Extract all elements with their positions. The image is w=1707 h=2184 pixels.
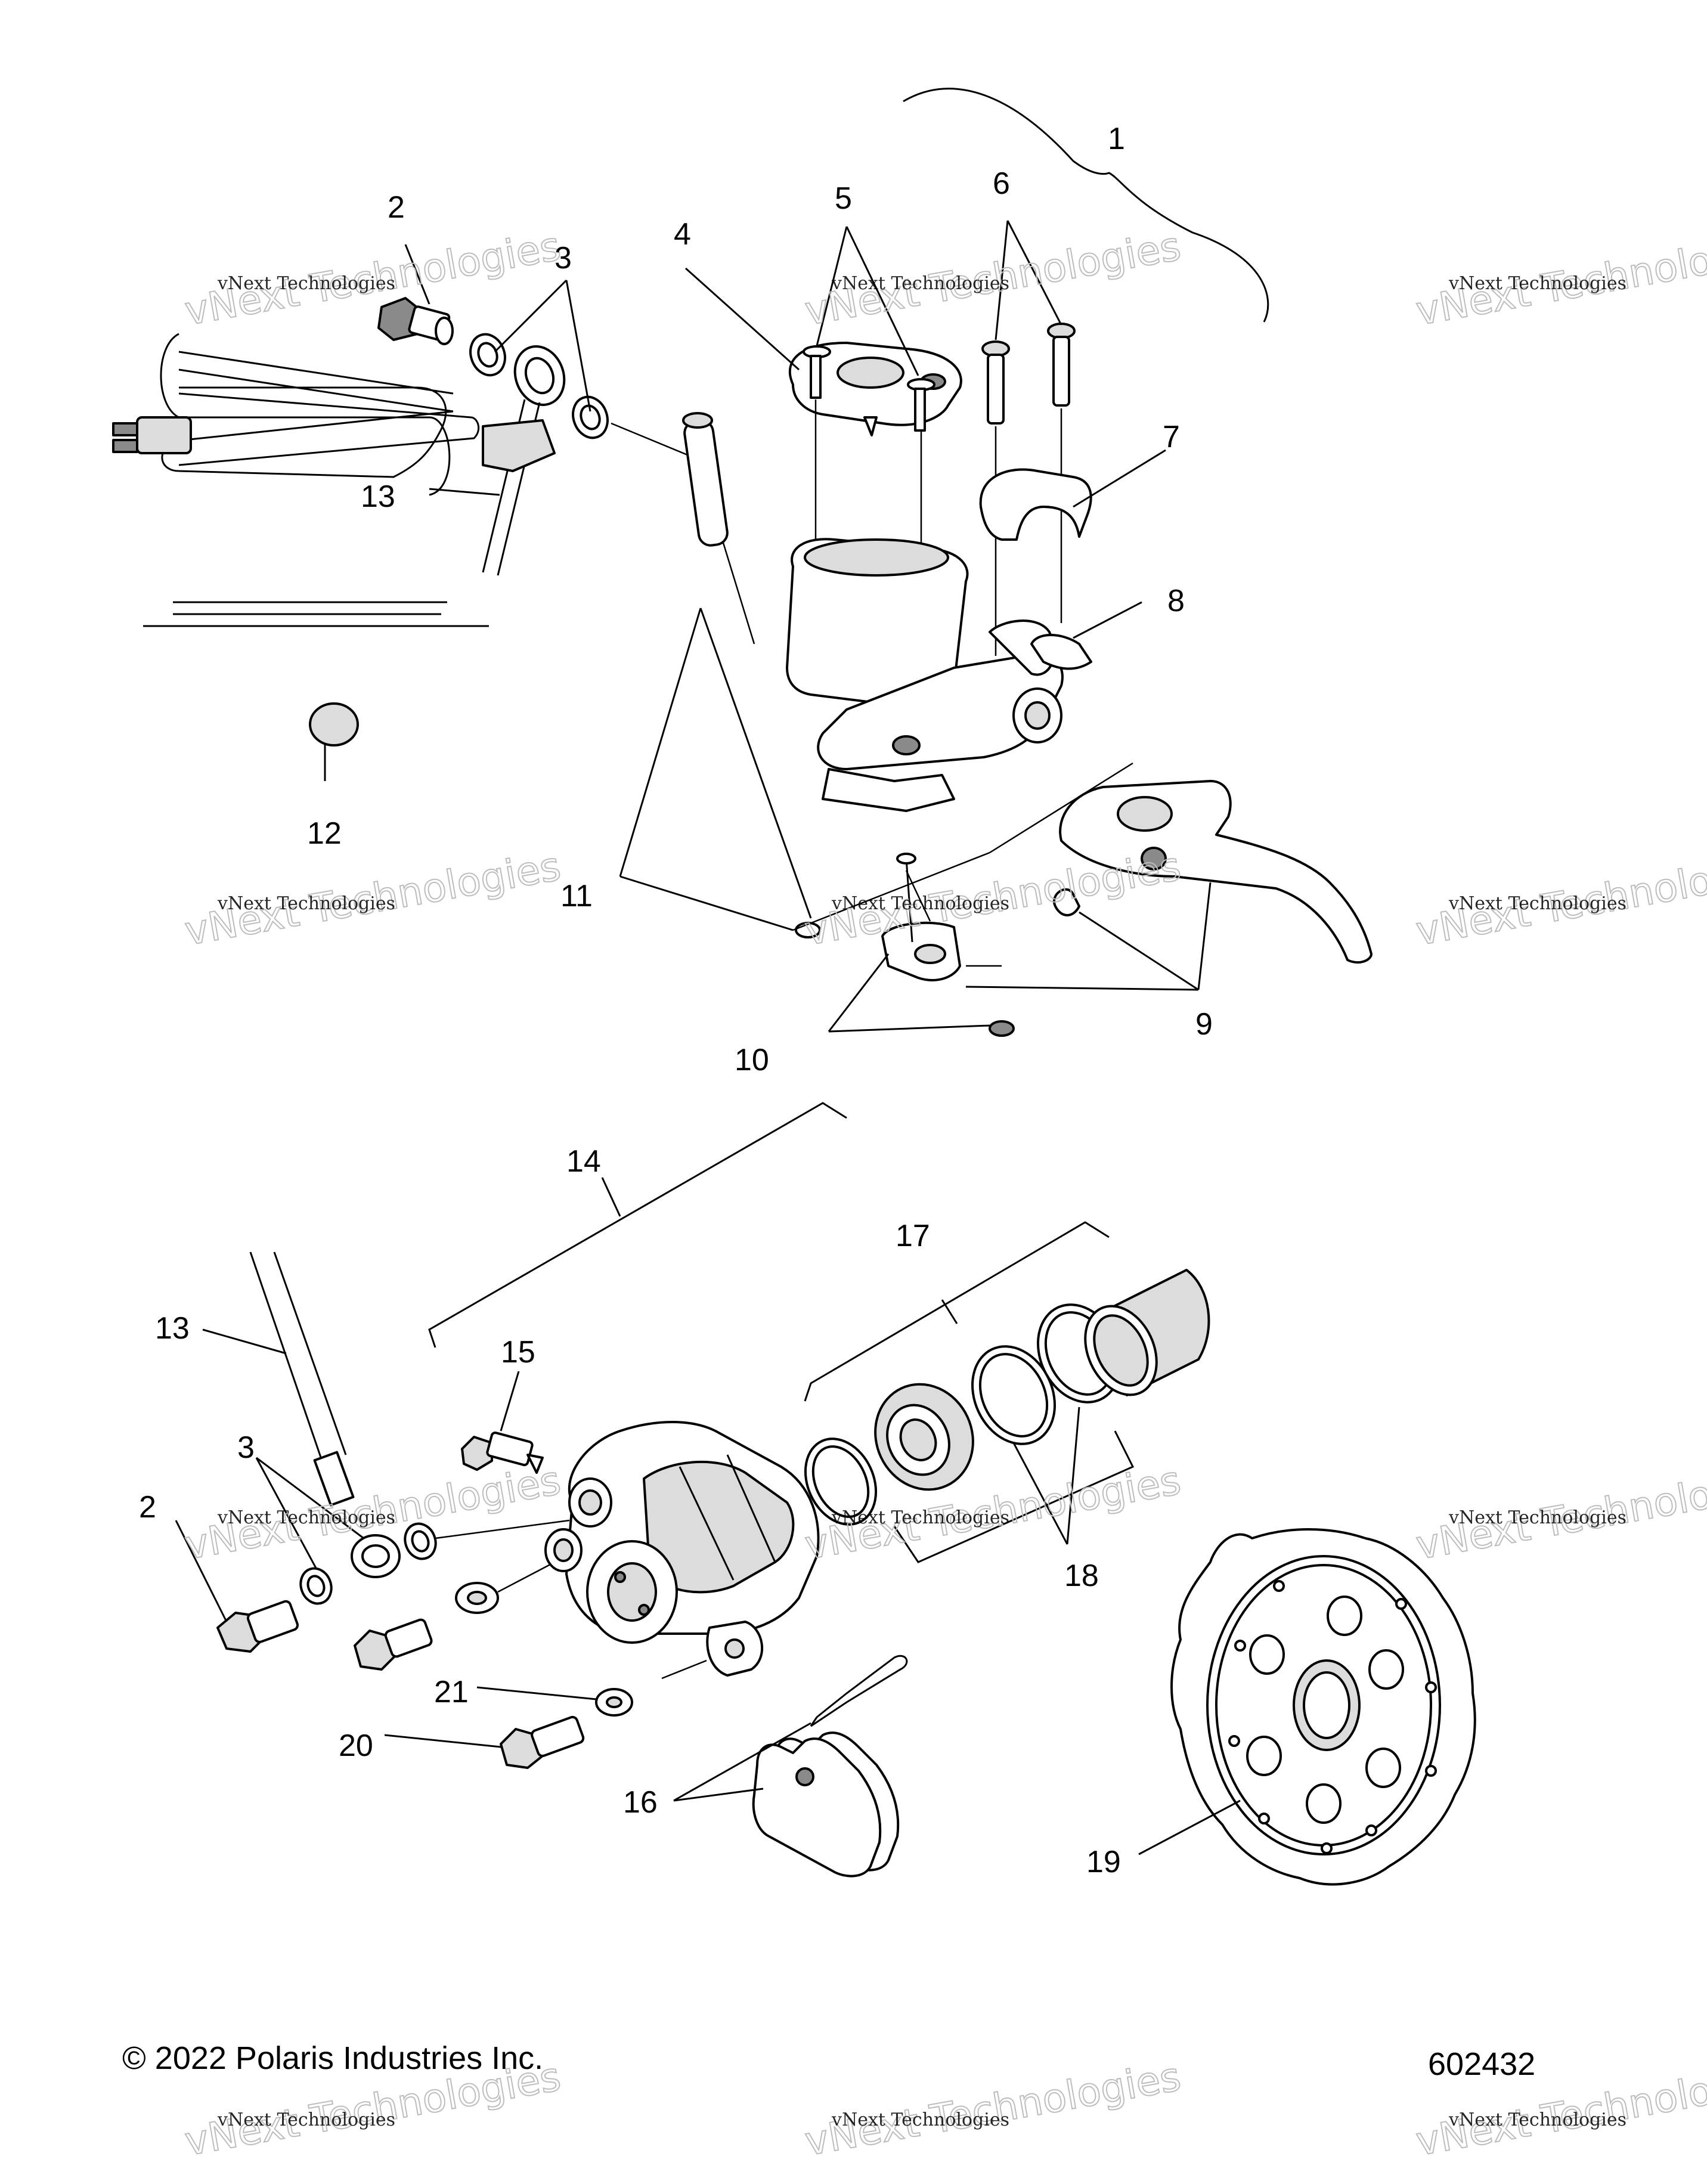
- callout-8: 8: [1167, 584, 1185, 618]
- crush-washer-part-3-bottom: [255, 1457, 570, 1605]
- watermark-small: vNext Technologies: [831, 1507, 1009, 1528]
- watermark-small: vNext Technologies: [1448, 273, 1627, 294]
- piston-seal-kit-part-18: [804, 1269, 1210, 1563]
- master-cylinder-body: [786, 538, 1142, 812]
- callout-labels: 1 2 3 4 5 6 7 8 9 10 11 12 13 14 15 13 1…: [139, 122, 1213, 1879]
- watermark-small: vNext Technologies: [831, 2109, 1009, 2130]
- callout-2: 2: [388, 190, 405, 225]
- washer-part-21: [476, 1686, 633, 1717]
- brake-line-part-13-top: [429, 345, 755, 645]
- banjo-bolt-part-2: [377, 244, 454, 345]
- crush-washer-part-3-top: [469, 279, 609, 439]
- caliper-bolt-part-20: [384, 1715, 585, 1769]
- callout-13: 13: [155, 1311, 190, 1346]
- watermark-small: vNext Technologies: [1448, 2109, 1627, 2130]
- watermark-small: vNext Technologies: [831, 273, 1009, 294]
- handlebar-clamp-part-7: [979, 449, 1166, 541]
- watermark-small: vNext Technologies: [217, 2109, 395, 2130]
- watermark-small: vNext Technologies: [1448, 893, 1627, 914]
- copyright-notice: © 2022 Polaris Industries Inc.: [122, 2040, 543, 2076]
- brake-pads-part-16: [673, 1655, 908, 1878]
- callout-15: 15: [501, 1335, 535, 1370]
- watermark-small: vNext Technologies: [217, 1507, 395, 1528]
- clamp-bolts-part-6: [981, 220, 1076, 656]
- callout-18: 18: [1064, 1559, 1099, 1593]
- banjo-bolt-part-2-bottom: [175, 1520, 299, 1653]
- callout-4: 4: [674, 217, 691, 252]
- callout-5: 5: [835, 181, 852, 216]
- caliper-body: [544, 1421, 820, 1680]
- callout-6: 6: [993, 166, 1010, 201]
- lever-block-part-10: [828, 853, 1015, 1037]
- brake-line-part-13-bottom: [202, 1251, 355, 1507]
- watermark-small: vNext Technologies: [831, 893, 1009, 914]
- callout-3: 3: [237, 1430, 255, 1465]
- bleeder-valve-part-15: [461, 1371, 544, 1474]
- assembly-bracket-17: [804, 1221, 1110, 1402]
- callout-21: 21: [434, 1675, 469, 1709]
- watermark-small: vNext Technologies: [1448, 1507, 1627, 1528]
- brake-disc-part-19: [1138, 1528, 1476, 1886]
- callout-17: 17: [896, 1219, 930, 1253]
- brake-lever-part-9: [792, 762, 1373, 991]
- watermark-small: vNext Technologies: [217, 273, 395, 294]
- callout-16: 16: [623, 1785, 658, 1820]
- callout-20: 20: [339, 1728, 373, 1763]
- callout-1: 1: [1108, 122, 1125, 156]
- pivot-pin-part-11: [619, 412, 821, 938]
- callout-12: 12: [307, 816, 342, 851]
- callout-3: 3: [554, 241, 572, 275]
- callout-13: 13: [361, 479, 395, 514]
- watermark-group: vNext Technologies vNext Technologies vN…: [181, 222, 1707, 2166]
- diagram-number: 602432: [1428, 2046, 1535, 2082]
- callout-2: 2: [139, 1490, 156, 1525]
- assembly-bracket-1: [903, 88, 1269, 323]
- watermark-small: vNext Technologies: [217, 893, 395, 914]
- callout-10: 10: [735, 1043, 769, 1077]
- brake-switch-harness-part-12: [112, 333, 556, 781]
- callout-14: 14: [566, 1144, 601, 1179]
- callout-7: 7: [1163, 420, 1180, 454]
- callout-9: 9: [1195, 1007, 1213, 1042]
- assembly-bracket-14: [428, 1102, 847, 1348]
- callout-11: 11: [560, 879, 593, 913]
- callout-19: 19: [1086, 1845, 1121, 1879]
